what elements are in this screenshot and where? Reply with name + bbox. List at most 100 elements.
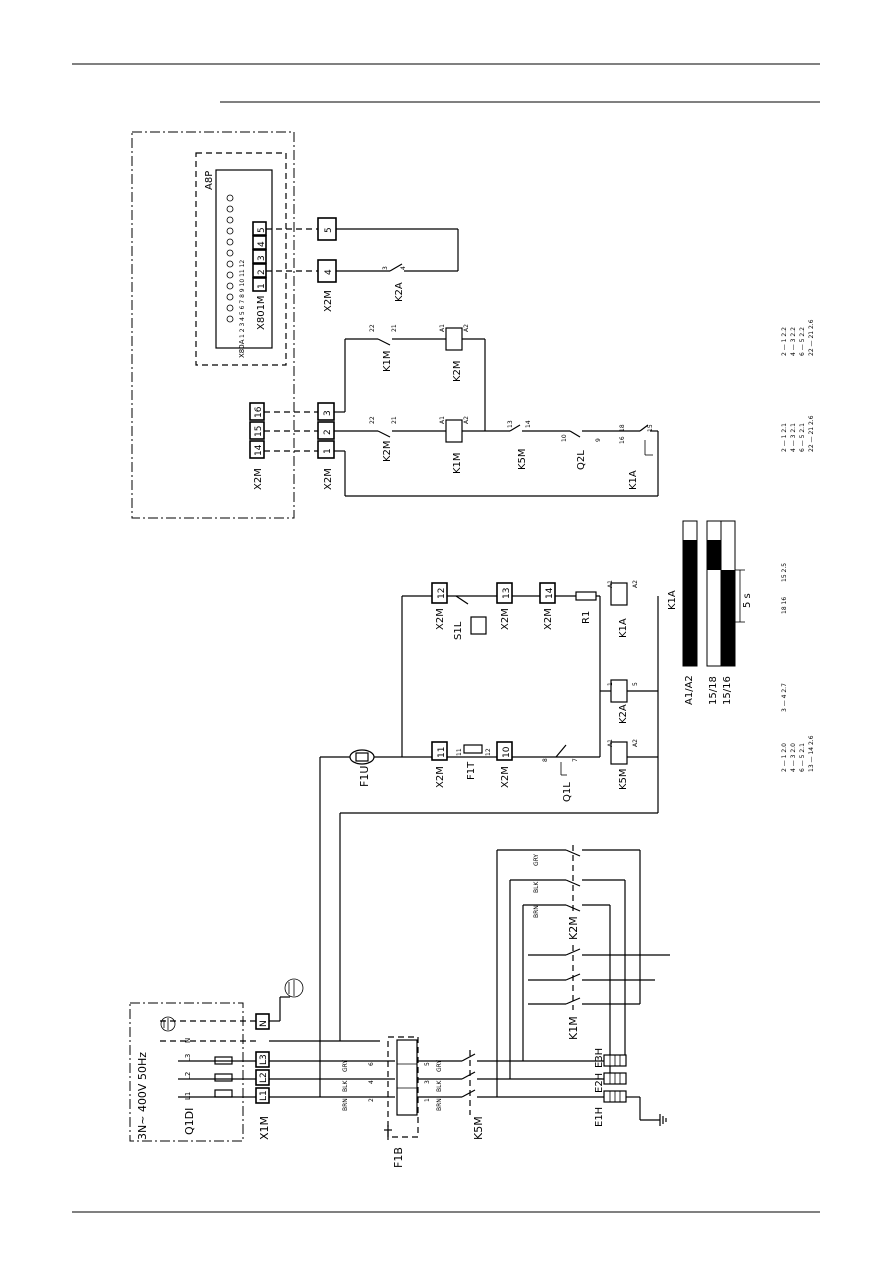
k2a-xref: 3 — 4 2.7 [781,683,788,712]
k1m-coil-a1: A1 [439,416,446,424]
q1l-label: Q1L [562,782,573,802]
k2m-main-contacts [497,845,640,915]
x1m-term-l3: L3 [259,1054,269,1065]
k1a-pin-15: 15 [647,424,654,432]
k1a-coil-a1: A1 [607,580,614,588]
k1a-timer-contact [639,424,653,456]
k2a-contact-pin-3: 3 [382,266,389,270]
r1-label: R1 [581,611,592,624]
k2a-contact-label: K2A [394,282,405,302]
k1a-timing-diagram [682,520,745,667]
x2m-label-10: X2M [500,766,511,788]
svg-text:4 — 3 2.1: 4 — 3 2.1 [790,423,797,452]
k1a-coil-label: K1A [618,618,629,638]
x80a-pins: 1 2 3 4 5 6 7 8 9 10 11 12 [239,260,246,338]
x801m-pin-5: 5 [257,227,267,233]
wire-color-brn-2: BRN [436,1098,443,1111]
k1m-xref-table: 2 — 1 2.1 4 — 3 2.1 6 — 5 2.1 22 — 21 2.… [781,415,815,452]
earth-icon [160,1016,176,1032]
k2a-coil-pin-5: 5 [632,682,639,686]
f1u-label: F1U [358,766,371,787]
f1b-label: F1B [392,1147,405,1168]
heater-earth-icon [659,1114,667,1126]
wire-color-gry-2: GRY [436,1060,443,1072]
x801m-label: X801M [256,295,267,330]
heater-label-e2h: E2H [594,1073,605,1093]
x80a-connector [226,194,234,323]
phase-l3: L3 [184,1054,192,1062]
k1a-pin-18: 18 [619,424,626,432]
k2m-coil-label: K2M [452,360,463,382]
f1b-pin-6: 6 [368,1062,375,1066]
x2m-term-1: 1 [323,448,333,454]
x1m-label: X1M [258,1116,271,1140]
timing-row-1518: 15/18 [708,676,719,705]
k1m-coil-a2: A2 [463,416,470,424]
k2a-coil-label: K2A [618,704,629,724]
f1t-pin-11: 11 [456,748,463,756]
x2m-term-14: 14 [545,587,555,599]
x2m-label-45: X2M [323,290,334,312]
supply-fuse-l2 [214,1073,233,1082]
timing-delay: 5 s [742,593,753,608]
k1a-coil-a2: A2 [632,580,639,588]
main-switch-label: Q1DI [183,1108,196,1135]
k5m-aux-pin-14: 14 [525,420,532,428]
f1u-fuse [349,749,375,765]
k1m-aux-pin-21: 21 [391,324,398,332]
k1m-coil-label: K1M [452,452,463,474]
x1m-term-l1: L1 [259,1090,269,1101]
k5m-xref-table: 2 — 1 2.0 4 — 3 2.0 6 — 5 2.1 13 — 14 2.… [781,735,815,772]
r1-resistor [575,591,597,601]
svg-text:13 — 14 2.6: 13 — 14 2.6 [808,735,815,772]
x2m-term-10: 10 [502,746,512,758]
svg-text:6 — 5 2.1: 6 — 5 2.1 [799,743,806,772]
k2m-coil-a2: A2 [463,324,470,332]
svg-text:2 — 1 2.0: 2 — 1 2.0 [781,743,788,772]
svg-text:6 — 5 2.1: 6 — 5 2.1 [799,423,806,452]
k1a-contact-label: K1A [628,470,639,490]
k2m-label: K2M [567,916,580,940]
phase-l2: L2 [184,1072,192,1080]
k1m-main-contacts [528,945,670,1010]
timing-contact-ref: 15 2.5 [781,563,788,582]
k2m-wire-gry: GRY [533,854,540,866]
k5m-aux-label: K5M [517,448,528,470]
timing-row-a1a2: A1/A2 [684,675,695,705]
q2l-pin-10: 10 [561,434,568,442]
unit-enclosure [131,131,295,519]
x1m-term-l2: L2 [259,1072,269,1083]
k2m-aux-pin-22: 22 [369,416,376,424]
x2m-label-13: X2M [500,608,511,630]
q1l-pin-8: 8 [542,758,549,762]
x2m-term-5: 5 [324,227,334,233]
k1m-aux-pin-22: 22 [369,324,376,332]
f1t-label: F1T [466,761,477,780]
k2m-coil-a1: A1 [439,324,446,332]
heater-e1h [603,1090,627,1103]
x2m-term-4: 4 [324,269,334,275]
svg-text:6 — 5 2.2: 6 — 5 2.2 [799,327,806,356]
s1l-switch [470,616,487,635]
k5m-coil-a1: A1 [607,739,614,747]
k2m-wire-brn: BRN [533,905,540,918]
x80a-label: X80A [238,339,246,358]
f1b-pin-3: 3 [424,1080,431,1084]
x2m-term-14b: 14 [254,444,264,456]
f1b-breaker [384,1036,419,1140]
heater-e2h [603,1072,627,1085]
x801m-pin-2: 2 [257,269,267,275]
k1m-label: K1M [567,1016,580,1040]
svg-text:2 — 1 2.1: 2 — 1 2.1 [781,423,788,452]
k2m-xref-table: 2 — 1 2.2 4 — 3 2.2 6 — 5 2.2 22 — 21 2.… [781,319,815,356]
k5m-coil-label: K5M [618,768,629,790]
earth-icon-2 [284,978,304,998]
x801m-pin-4: 4 [257,241,267,247]
x2m-term-16: 16 [254,406,264,418]
timing-title: K1A [667,590,678,610]
wire-color-brn: BRN [342,1098,349,1111]
k1m-aux-label: K1M [382,350,393,372]
k2a-coil-pin-1: 1 [607,682,614,686]
f1t-pin-12: 12 [485,748,492,756]
